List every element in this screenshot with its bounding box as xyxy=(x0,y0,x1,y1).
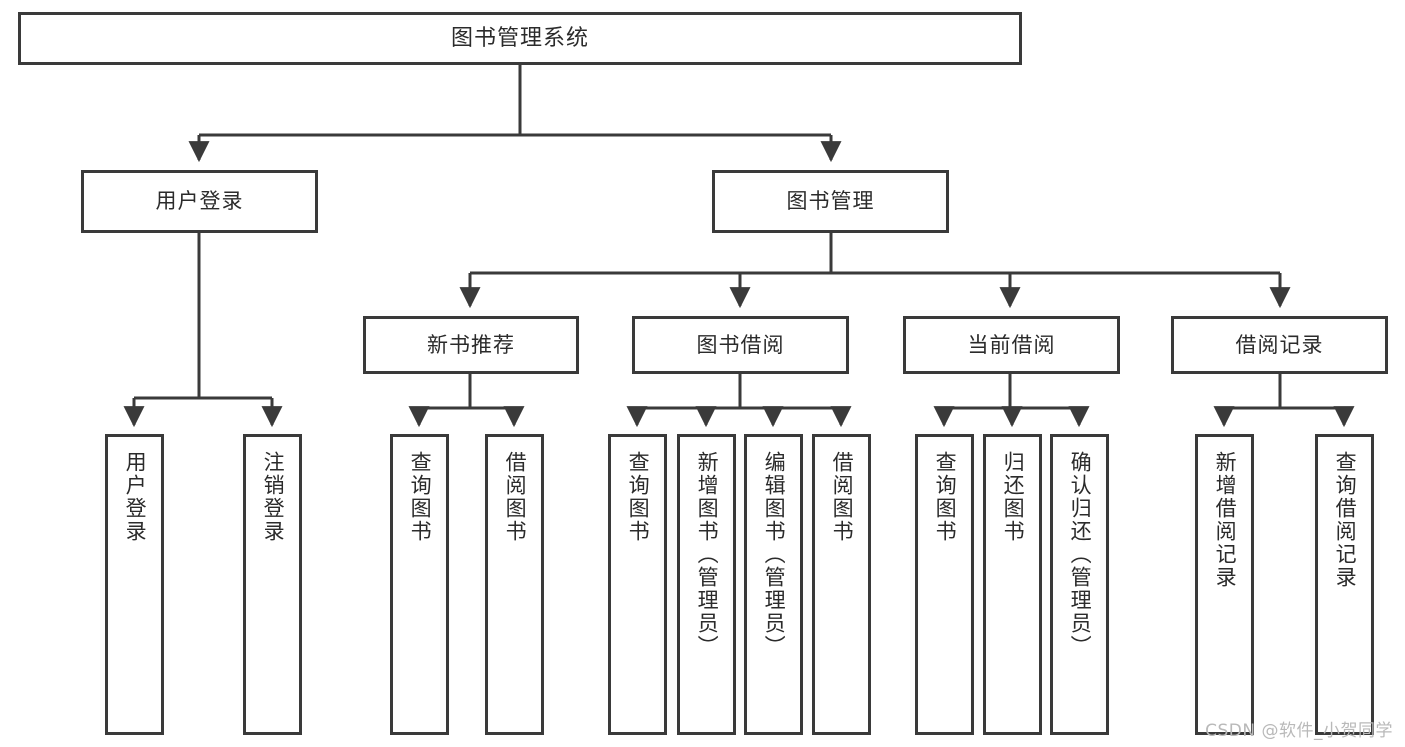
leaf-borrow-book[interactable]: 借阅图书 xyxy=(812,434,871,735)
leaf-query-book-borrow[interactable]: 查询图书 xyxy=(608,434,667,735)
node-user-login[interactable]: 用户登录 xyxy=(81,170,318,233)
node-label: 当前借阅 xyxy=(967,332,1056,357)
leaf-query-book-recommend[interactable]: 查询图书 xyxy=(390,434,449,735)
node-book-borrow[interactable]: 图书借阅 xyxy=(632,316,849,374)
leaf-user-login[interactable]: 用户登录 xyxy=(105,434,164,735)
node-label: 借阅图书 xyxy=(830,451,855,543)
leaf-query-borrow-record[interactable]: 查询借阅记录 xyxy=(1315,434,1374,735)
node-label: 查询图书 xyxy=(933,451,958,543)
node-label: 图书借阅 xyxy=(696,332,785,357)
leaf-edit-book-admin[interactable]: 编辑图书（管理员） xyxy=(744,434,803,735)
node-book-management[interactable]: 图书管理 xyxy=(712,170,949,233)
node-label: 新书推荐 xyxy=(427,332,515,357)
node-label: 新增借阅记录 xyxy=(1213,451,1238,589)
node-label: 借阅记录 xyxy=(1235,332,1324,357)
node-label: 新增图书（管理员） xyxy=(695,451,720,658)
node-label: 用户登录 xyxy=(123,451,148,543)
watermark: CSDN @软件_小贺同学 xyxy=(1205,721,1393,741)
leaf-add-book-admin[interactable]: 新增图书（管理员） xyxy=(677,434,736,735)
leaf-return-book[interactable]: 归还图书 xyxy=(983,434,1042,735)
node-borrow-record[interactable]: 借阅记录 xyxy=(1171,316,1388,374)
node-current-borrow[interactable]: 当前借阅 xyxy=(903,316,1120,374)
leaf-add-borrow-record[interactable]: 新增借阅记录 xyxy=(1195,434,1254,735)
node-label: 图书管理系统 xyxy=(450,25,589,51)
node-label: 查询借阅记录 xyxy=(1333,451,1358,589)
node-new-book-recommend[interactable]: 新书推荐 xyxy=(363,316,579,374)
node-label: 借阅图书 xyxy=(503,451,528,543)
leaf-query-book-current[interactable]: 查询图书 xyxy=(915,434,974,735)
node-label: 查询图书 xyxy=(626,451,651,543)
node-label: 归还图书 xyxy=(1001,451,1026,543)
node-label: 确认归还（管理员） xyxy=(1068,451,1093,658)
node-label: 注销登录 xyxy=(261,451,286,543)
node-label: 用户登录 xyxy=(155,189,244,214)
node-root-book-management-system[interactable]: 图书管理系统 xyxy=(18,12,1022,65)
node-label: 编辑图书（管理员） xyxy=(762,451,787,658)
node-label: 查询图书 xyxy=(408,451,433,543)
node-label: 图书管理 xyxy=(786,189,875,214)
leaf-borrow-book-recommend[interactable]: 借阅图书 xyxy=(485,434,544,735)
leaf-confirm-return-admin[interactable]: 确认归还（管理员） xyxy=(1050,434,1109,735)
leaf-logout[interactable]: 注销登录 xyxy=(243,434,302,735)
